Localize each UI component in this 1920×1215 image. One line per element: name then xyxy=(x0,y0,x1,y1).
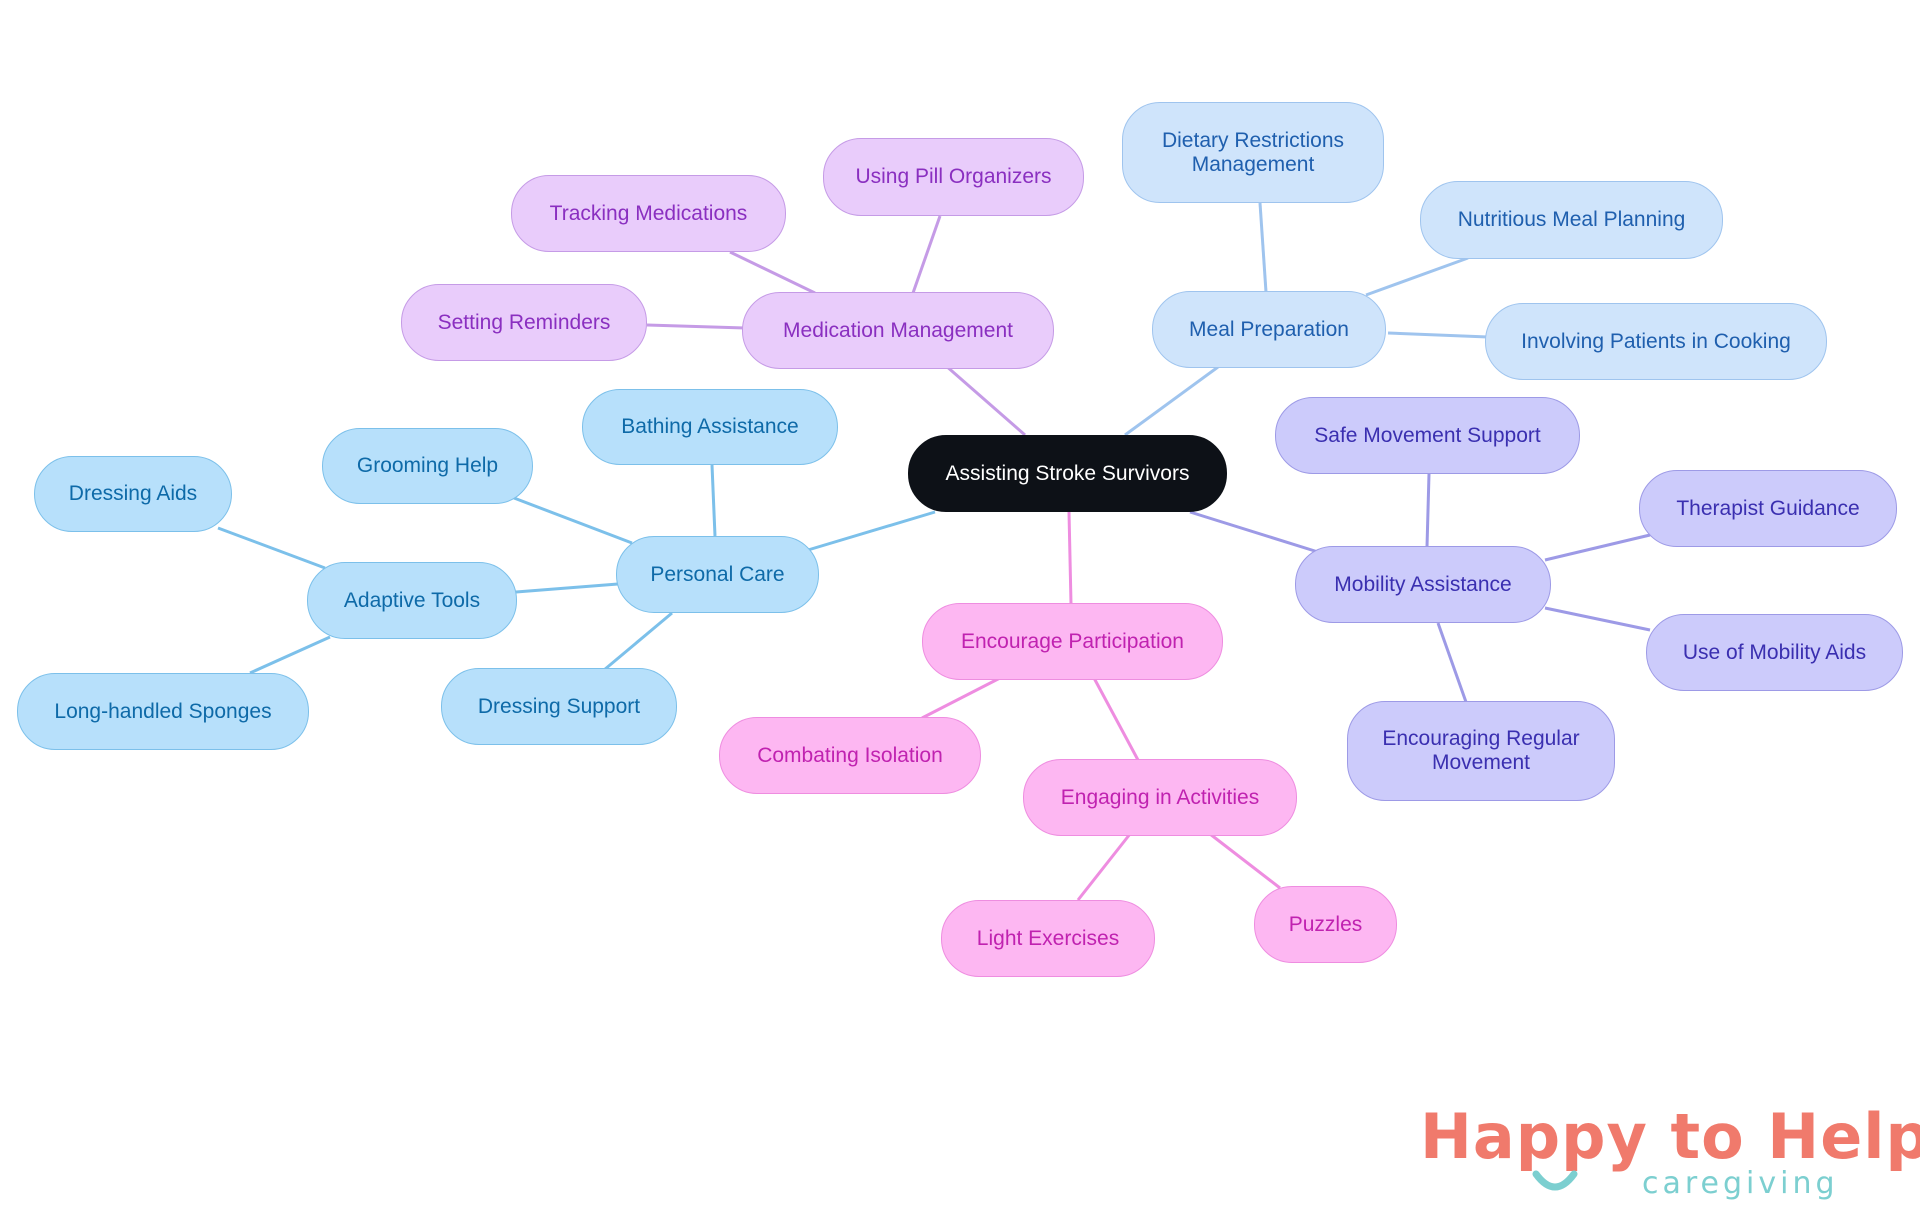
node-grooming-help: Grooming Help xyxy=(322,428,533,504)
edge-part-activities xyxy=(1092,677,1140,761)
smile-icon xyxy=(1532,1170,1578,1191)
node-puzzles: Puzzles xyxy=(1254,886,1397,963)
edge-mob-therapist xyxy=(1544,533,1651,562)
happy-to-help-logo: Happy to Help caregiving xyxy=(1420,1100,1920,1210)
node-therapist-guidance: Therapist Guidance xyxy=(1639,470,1897,547)
node-combating-isolation: Combating Isolation xyxy=(719,717,981,794)
edge-root-mobility xyxy=(1189,510,1319,554)
node-nutritious-meal-planning: Nutritious Meal Planning xyxy=(1420,181,1723,259)
edge-root-medication xyxy=(944,363,1026,437)
node-meal-preparation: Meal Preparation xyxy=(1152,291,1386,368)
edge-mob-regular xyxy=(1436,622,1468,703)
node-adaptive-tools: Adaptive Tools xyxy=(307,562,517,639)
edge-adaptive-sponges xyxy=(249,635,331,675)
edge-mob-aids xyxy=(1544,606,1651,632)
node-setting-reminders: Setting Reminders xyxy=(401,284,647,361)
node-use-of-mobility-aids: Use of Mobility Aids xyxy=(1646,614,1903,691)
edge-activities-puzzles xyxy=(1209,832,1281,890)
edge-personal-grooming xyxy=(513,496,633,545)
node-encouraging-regular-movement: Encouraging Regular Movement xyxy=(1347,701,1615,801)
edge-med-tracking xyxy=(729,250,816,295)
edge-personal-adaptive xyxy=(515,582,619,594)
node-encourage-participation: Encourage Participation xyxy=(922,603,1223,680)
node-involving-patients-cooking: Involving Patients in Cooking xyxy=(1485,303,1827,380)
edge-meal-nutritious xyxy=(1365,256,1469,297)
node-dressing-support: Dressing Support xyxy=(441,668,677,745)
node-mobility-assistance: Mobility Assistance xyxy=(1295,546,1551,623)
edge-root-participation xyxy=(1067,511,1073,605)
edge-meal-involving xyxy=(1387,331,1489,339)
edge-root-personal-care xyxy=(807,510,936,552)
edge-med-reminders xyxy=(646,323,746,330)
edge-activities-exercises xyxy=(1076,833,1132,901)
node-dressing-aids: Dressing Aids xyxy=(34,456,232,532)
edge-personal-bathing xyxy=(710,464,717,537)
edge-personal-dressing xyxy=(603,611,673,672)
node-long-handled-sponges: Long-handled Sponges xyxy=(17,673,309,750)
node-using-pill-organizers: Using Pill Organizers xyxy=(823,138,1084,216)
edge-meal-dietary xyxy=(1258,202,1268,293)
edge-med-pill xyxy=(911,215,942,294)
root-node: Assisting Stroke Survivors xyxy=(908,435,1227,512)
node-dietary-restrictions: Dietary Restrictions Management xyxy=(1122,102,1384,203)
edge-adaptive-dressing-aids xyxy=(217,526,326,570)
node-personal-care: Personal Care xyxy=(616,536,819,613)
node-light-exercises: Light Exercises xyxy=(941,900,1155,977)
node-medication-management: Medication Management xyxy=(742,292,1054,369)
node-tracking-medications: Tracking Medications xyxy=(511,175,786,252)
edge-root-meal xyxy=(1124,365,1219,437)
node-safe-movement-support: Safe Movement Support xyxy=(1275,397,1580,474)
node-bathing-assistance: Bathing Assistance xyxy=(582,389,838,465)
edge-mob-safe xyxy=(1425,473,1431,548)
edge-part-isolation xyxy=(921,676,1001,720)
logo-subtitle: caregiving xyxy=(1642,1166,1839,1201)
logo-title: Happy to Help xyxy=(1420,1100,1920,1173)
node-engaging-in-activities: Engaging in Activities xyxy=(1023,759,1297,836)
